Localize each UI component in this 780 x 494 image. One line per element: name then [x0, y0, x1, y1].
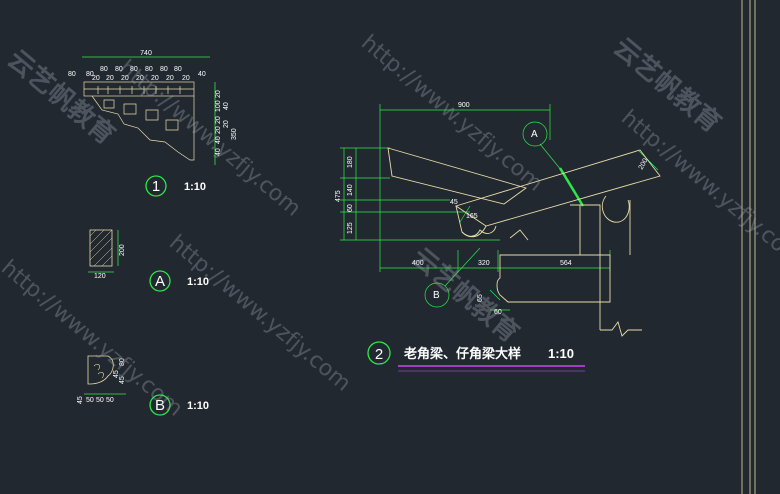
dim-bot-3: 20: [121, 75, 129, 82]
detail-b-scale: 1:10: [187, 400, 209, 412]
detail-2-title: 老角梁、仔角梁大样: [403, 346, 521, 361]
watermark-url-3: http://www.yzfjy.com: [164, 230, 355, 396]
marker-b: B: [433, 290, 440, 301]
detail-1-right-dims: 20 100 20 20 40 40 350 40 20: [215, 90, 238, 156]
dim-2-left-1: 140: [347, 184, 354, 196]
dim-2-inner-0: 165: [466, 213, 478, 220]
dim-top-4: 80: [145, 66, 153, 73]
detail-2-label: 2 老角梁、仔角梁大样 1:10: [367, 341, 585, 372]
detail-2-scale: 1:10: [548, 346, 574, 361]
dim-top-6: 80: [174, 66, 182, 73]
dim-r-0: 20: [215, 90, 222, 98]
dim-2-bottom-0: 400: [412, 260, 424, 267]
marker-a: A: [531, 129, 538, 140]
dim-bot-7: 20: [182, 75, 190, 82]
dim-bot-4: 20: [136, 75, 144, 82]
dim-overall: 740: [140, 50, 152, 57]
watermark-cn-3: 云艺帆教育: [406, 242, 526, 349]
dim-2-left-0: 180: [347, 156, 354, 168]
dim-b-1: 50: [96, 397, 104, 404]
detail-b-id: B: [155, 397, 165, 414]
dim-b-2: 50: [106, 397, 114, 404]
dim-top-0: 80: [86, 71, 94, 78]
dim-b-0: 50: [86, 397, 94, 404]
detail-1-scale: 1:10: [184, 181, 206, 193]
dim-2-bottom-1: 320: [478, 260, 490, 267]
detail-b-section: 50 50 50 80 45 45 45 B 1:10: [77, 355, 209, 416]
dim-b-s3: 45: [119, 376, 126, 384]
dim-r-2: 100: [215, 100, 222, 112]
dim-bot-0: 80: [68, 71, 76, 78]
dim-2-left-2: 60: [347, 204, 354, 212]
dim-2-rafter: 200: [638, 157, 650, 171]
dim-2-small-0: 65: [477, 294, 484, 302]
dim-2-top: 900: [458, 102, 470, 109]
dim-r-8: 350: [231, 128, 238, 140]
detail-1-bracket: 740 80 80 80 80 80 80 80 80 20 20 20 20 …: [68, 50, 238, 165]
dim-b-s2: 45: [113, 370, 120, 378]
dim-bot-5: 20: [151, 75, 159, 82]
dim-bot-2: 20: [106, 75, 114, 82]
dim-r-6: 40: [215, 136, 222, 144]
dim-r-3: 20: [215, 116, 222, 124]
detail-2-id: 2: [375, 346, 383, 363]
detail-1-id: 1: [152, 178, 160, 195]
dim-r-5: 20: [223, 120, 230, 128]
detail-1-top-dims: 80 80 80 80 80 80 80 80 20 20 20 20 20 2…: [68, 66, 206, 82]
watermark-url-2: http://www.yzfjy.com: [356, 30, 547, 196]
watermark-cn-1: 云艺帆教育: [2, 44, 122, 151]
dim-top-5: 80: [160, 66, 168, 73]
detail-1-label: 1 1:10: [145, 175, 206, 197]
detail-a-scale: 1:10: [187, 276, 209, 288]
dim-b-s1: 80: [119, 358, 126, 366]
dim-bot-8: 40: [198, 71, 206, 78]
dim-2-left-total: 475: [335, 190, 342, 202]
dim-a-width: 120: [94, 273, 106, 280]
dim-r-1: 40: [223, 102, 230, 110]
detail-a-id: A: [155, 273, 165, 290]
dim-2-inner-2: 45: [450, 199, 458, 206]
dim-a-height: 200: [119, 244, 126, 256]
sheet-border: [741, 0, 756, 494]
detail-a-section: 120 200 A 1:10: [88, 229, 209, 292]
watermark-url-1: http://www.yzfjy.com: [114, 55, 305, 221]
dim-b-s4: 45: [77, 396, 84, 404]
dim-top-2: 80: [115, 66, 123, 73]
dim-2-small-1: 60: [494, 309, 502, 316]
dim-2-bottom-2: 564: [560, 260, 572, 267]
detail-2-corner-beam: 900 180 140 60 125 475 400 320 564 165 4…: [335, 102, 661, 337]
dim-r-7: 40: [215, 148, 222, 156]
dim-2-left-3: 125: [347, 222, 354, 234]
dim-top-1: 80: [100, 66, 108, 73]
dim-r-4: 20: [215, 126, 222, 134]
dim-bot-6: 20: [166, 75, 174, 82]
dim-top-3: 80: [130, 66, 138, 73]
dim-bot-1: 20: [92, 75, 100, 82]
